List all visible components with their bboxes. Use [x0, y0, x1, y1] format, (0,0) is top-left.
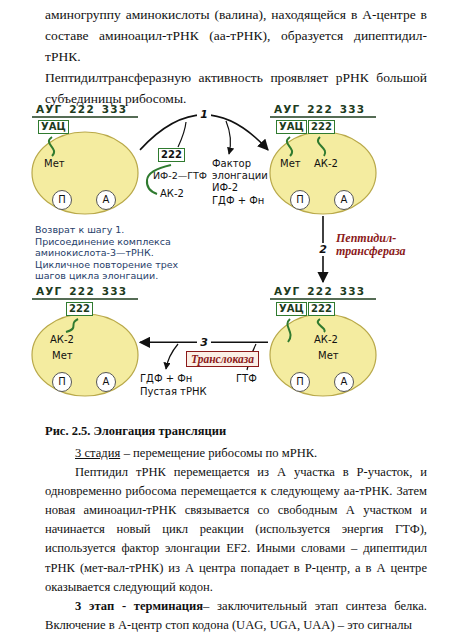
- stage-heading: 3 стадия: [75, 446, 120, 460]
- paragraph: 3 стадия – перемещение рибосомы по мРНК.: [45, 444, 427, 463]
- site-circle: П: [52, 190, 72, 210]
- amino-acid: Мет: [318, 350, 339, 362]
- trna-stem: [66, 319, 78, 332]
- body-text: Пептидилтрансферазную активность проявля…: [45, 67, 427, 109]
- amino-acid: АК-2: [50, 334, 74, 346]
- step-number: 1: [197, 108, 211, 121]
- text-block: аминогруппу аминокислоты (валина), наход…: [45, 4, 427, 109]
- site-circle: А: [96, 372, 116, 392]
- anticodon: УАЦ: [276, 302, 307, 316]
- note-text: Возврат к шагу 1. Присоединение комплекс…: [35, 224, 203, 282]
- ribosome: АУГ 222 333УАЦ222Мет АК-2П А: [268, 100, 378, 216]
- trna-stem: [287, 319, 290, 342]
- mrna-strand: [32, 116, 138, 117]
- amino-acid: АК-2: [314, 158, 338, 170]
- ribosome-outline: [30, 282, 140, 398]
- large-subunit: [32, 132, 138, 214]
- factor-label: ГТФ: [236, 373, 257, 385]
- ribosome: АУГ 222 333 222АК-2МетП А: [30, 282, 140, 398]
- body-text: Пептидил тРНК перемещается из А участка …: [45, 465, 427, 594]
- trna-stem: [49, 137, 54, 156]
- trna-stem: [318, 319, 325, 332]
- site-letter: П: [291, 191, 309, 209]
- factor-label: ГДФ + Фн: [140, 373, 192, 385]
- anticodon: 222: [158, 148, 185, 162]
- mrna-sequence: АУГ 222 333: [274, 285, 365, 297]
- gdp-arrow: [166, 344, 178, 369]
- paragraph: Пептидил тРНК перемещается из А участка …: [45, 463, 427, 597]
- site-circle: А: [334, 372, 354, 392]
- anticodon: 222: [308, 302, 335, 316]
- figure-caption: Рис. 2.5. Элонгация трансляции: [45, 424, 226, 439]
- mrna-strand: [32, 298, 138, 299]
- amino-acid: АК-2: [314, 334, 338, 346]
- site-circle: П: [290, 372, 310, 392]
- join-line: [178, 122, 186, 147]
- amino-acid: Мет: [280, 158, 301, 170]
- anticodon: 222: [66, 302, 93, 316]
- large-subunit: [270, 132, 376, 214]
- amino-acid: Мет: [52, 350, 73, 362]
- site-circle: А: [334, 190, 354, 210]
- release-arrow: [226, 121, 230, 154]
- large-subunit: [270, 314, 376, 396]
- site-letter: П: [53, 373, 71, 391]
- amino-acid: Мет: [44, 158, 65, 170]
- step-number: 3: [197, 336, 211, 349]
- step-number: 2: [316, 243, 330, 256]
- site-letter: А: [335, 191, 353, 209]
- anticodon: УАЦ: [38, 120, 69, 134]
- mrna-strand: [270, 116, 376, 117]
- factor-label: Фактор элонгации ИФ-2: [212, 158, 270, 194]
- trna-stem: [287, 137, 292, 156]
- site-circle: П: [290, 190, 310, 210]
- mrna-sequence: АУГ 222 333: [36, 285, 127, 297]
- site-letter: П: [53, 191, 71, 209]
- anticodon: УАЦ: [276, 120, 307, 134]
- site-letter: А: [335, 373, 353, 391]
- site-letter: А: [97, 191, 115, 209]
- ribosome: АУГ 222 333УАЦМетПА: [30, 100, 140, 216]
- site-circle: А: [96, 190, 116, 210]
- body-text: аминогруппу аминокислоты (валина), наход…: [45, 4, 427, 67]
- enzyme-label: Транслоказа: [186, 351, 259, 367]
- text-block: 3 стадия – перемещение рибосомы по мРНК. П…: [45, 444, 427, 635]
- factor-label: ГДФ + Фн: [212, 195, 264, 207]
- site-circle: П: [52, 372, 72, 392]
- complex-label: ИФ-2—ГТФ: [153, 170, 207, 182]
- amino-acid: АК-2: [160, 188, 184, 200]
- mrna-sequence: АУГ 222 333: [274, 103, 365, 115]
- ribosome: АУГ 222 333УАЦ222АК-2МетП А: [268, 282, 378, 398]
- anticodon: 222: [308, 120, 335, 134]
- mrna-strand: [270, 298, 376, 299]
- site-letter: А: [97, 373, 115, 391]
- trna-stem: [318, 137, 325, 156]
- enzyme-label: Пептидил-трансфераза: [336, 232, 431, 258]
- stage-heading: 3 этап - терминация: [75, 599, 203, 613]
- large-subunit: [32, 314, 138, 396]
- site-letter: П: [291, 373, 309, 391]
- paragraph: 3 этап - терминация– заключительный этап…: [45, 597, 427, 635]
- body-text: – перемещение рибосомы по мРНК.: [124, 446, 318, 460]
- trna-label: Пустая тРНК: [140, 386, 207, 398]
